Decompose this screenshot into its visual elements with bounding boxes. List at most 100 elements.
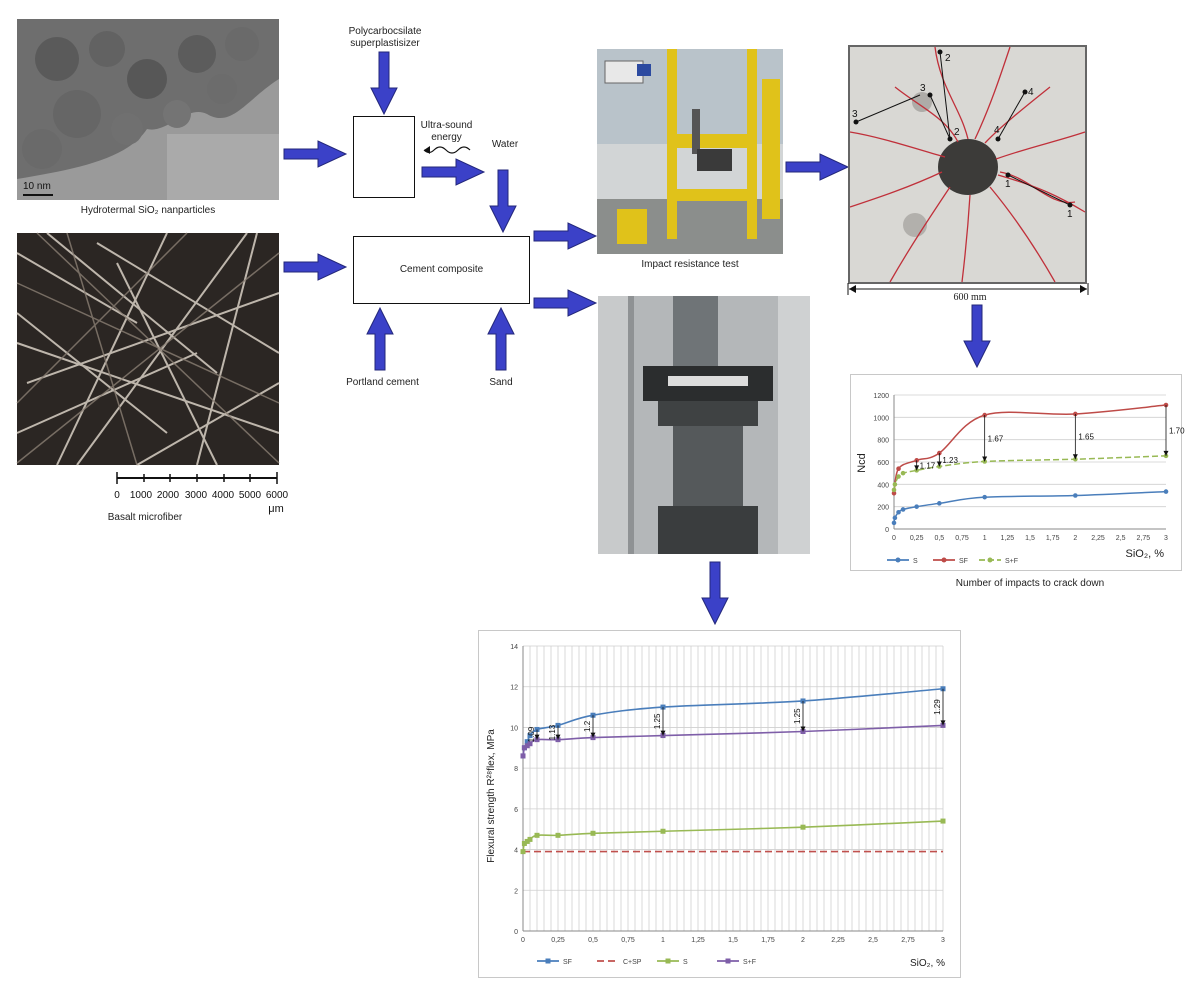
arrow-slab-to-chart: [963, 304, 991, 368]
x-tick-label: 0,25: [910, 535, 924, 542]
x-tick-label: 0,25: [551, 937, 565, 944]
data-point: [527, 836, 533, 842]
ratio-arrow-head: [555, 734, 561, 740]
ratio-label: 1.2: [583, 720, 592, 732]
flexural-press-photo: [598, 296, 810, 554]
data-point: [534, 832, 540, 838]
basalt-fiber-photo: [16, 232, 280, 466]
arrow-composite-to-impact: [533, 222, 597, 250]
ratio-label: 1.67: [988, 434, 1004, 443]
superplasticizer-label: Polycarbocsilate superplastisizer: [348, 26, 422, 49]
fiber-scale-tick: 5000: [239, 490, 262, 501]
data-point: [521, 840, 527, 846]
y-tick-label: 400: [877, 482, 889, 489]
arrow-sonication-out: [421, 158, 485, 186]
fiber-scale-tick: 2000: [157, 490, 180, 501]
data-point: [900, 470, 906, 476]
fiber-scale-tick: 0: [114, 490, 120, 501]
fiber-caption: Basalt microfiber: [107, 512, 183, 523]
slab-crack-label: 2: [945, 53, 951, 64]
nanoparticles-micrograph: 10 nm: [17, 19, 279, 200]
slab-crack-label: 1: [1067, 209, 1073, 220]
fiber-texture: [16, 232, 280, 466]
x-tick-label: 2: [801, 937, 805, 944]
arrow-press-to-chart: [701, 561, 729, 625]
legend-label: S: [683, 959, 688, 966]
data-point: [800, 824, 806, 830]
fiber-scale-tick: 4000: [212, 490, 235, 501]
ultrasound-arrowhead-icon: [424, 146, 430, 154]
data-point: [982, 494, 987, 500]
data-point: [527, 733, 533, 739]
data-point: [524, 743, 530, 749]
x-tick-label: 2: [1073, 535, 1077, 542]
data-point: [891, 490, 897, 496]
arrow-superplasticizer-in: [370, 51, 398, 115]
ratio-arrow-head: [590, 732, 596, 738]
data-point: [527, 741, 533, 747]
data-point: [1073, 493, 1078, 498]
x-tick-label: 1: [983, 535, 987, 542]
legend-marker: [941, 557, 947, 563]
y-tick-label: 10: [510, 725, 518, 732]
y-axis-label: Ncd: [856, 453, 868, 473]
slab-crack-label: 4: [994, 125, 1000, 136]
ultrasound-wave-icon: [423, 146, 471, 154]
data-point: [1163, 453, 1169, 459]
legend-label: C+SP: [623, 959, 642, 966]
data-point: [534, 737, 540, 743]
y-tick-label: 1000: [873, 415, 889, 422]
data-point: [521, 745, 527, 751]
y-tick-label: 0: [514, 929, 518, 936]
ratio-label: 1.29: [933, 699, 942, 715]
cement-composite-label: Cement composite: [399, 264, 484, 275]
data-point: [520, 849, 526, 855]
data-point: [555, 832, 561, 838]
data-point: [520, 753, 526, 759]
data-point: [982, 412, 987, 418]
data-point: [524, 838, 530, 844]
series-line-sf: [893, 404, 1167, 494]
ratio-label: 1.09: [527, 726, 536, 742]
x-tick-label: 1,5: [1025, 535, 1035, 542]
y-tick-label: 600: [877, 460, 889, 467]
cement-composite-box: [353, 236, 530, 304]
slab-crack-label: 3: [852, 109, 858, 120]
ratio-label: 1.25: [793, 708, 802, 724]
fiber-scale-unit: μm: [268, 503, 284, 515]
y-tick-label: 12: [510, 685, 518, 692]
y-tick-label: 6: [514, 807, 518, 814]
x-tick-label: 0: [521, 937, 525, 944]
x-tick-label: 2,75: [901, 937, 915, 944]
data-point: [937, 501, 942, 506]
arrow-composite-to-flexural: [533, 289, 597, 317]
ratio-arrow-head: [940, 720, 946, 726]
ratio-label: 1.23: [942, 456, 958, 465]
data-point: [892, 515, 898, 521]
x-tick-label: 3: [1164, 535, 1168, 542]
crack-pattern: 1 1 2 2 3 3 4 4: [849, 46, 1086, 283]
nano-scale-label: 10 nm: [23, 181, 51, 192]
x-tick-label: 2,25: [1091, 535, 1105, 542]
data-point: [896, 474, 901, 479]
data-point: [891, 487, 897, 493]
x-tick-label: 2,25: [831, 937, 845, 944]
x-axis-label: SiO₂, %: [910, 958, 945, 969]
arrow-nano-to-sonication: [283, 140, 347, 168]
ratio-label: 1.25: [653, 713, 662, 729]
legend-marker: [665, 958, 671, 964]
x-tick-label: 1,25: [691, 937, 705, 944]
legend-label: SF: [563, 959, 572, 966]
arrow-portland-in: [366, 307, 394, 371]
ratio-label: 1.65: [1078, 433, 1094, 442]
portland-cement-label: Portland cement: [346, 377, 419, 388]
arrow-fiber-to-composite: [283, 253, 347, 281]
slab-crack-label: 4: [1028, 87, 1034, 98]
slab-width-label: 600 mm: [953, 292, 987, 303]
x-tick-label: 0,5: [934, 535, 944, 542]
data-point: [900, 507, 906, 512]
